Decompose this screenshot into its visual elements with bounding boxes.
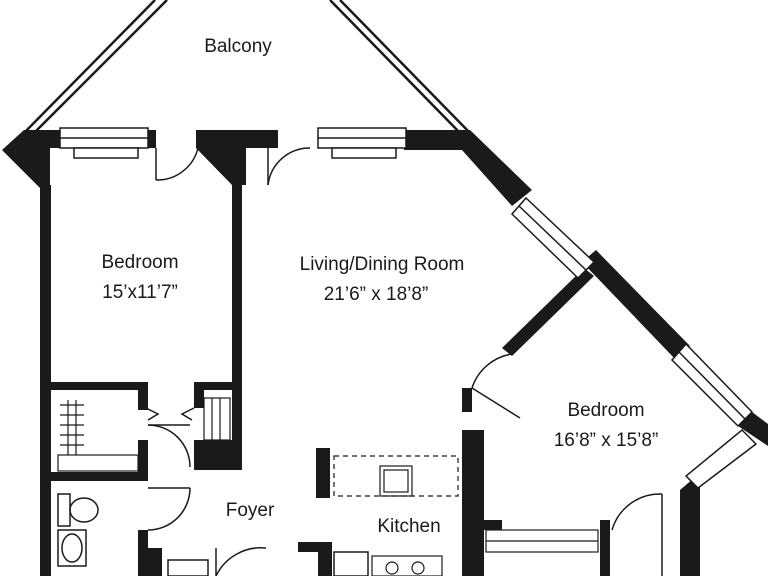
wall-closet-top	[50, 382, 148, 390]
wall-closet2-top	[194, 382, 238, 390]
wall-kitchen-bottom-left	[298, 542, 332, 552]
wall-closet2-left	[194, 382, 204, 408]
bath-fixtures	[57, 493, 369, 576]
living-room-dimensions: 21’6” x 18’8”	[323, 284, 429, 305]
wall-bedroom-divider	[232, 180, 242, 470]
wall-closet-right-end	[600, 520, 610, 576]
wall-bedroom-left	[462, 388, 472, 412]
wall-bath-right	[138, 530, 148, 576]
living-room-label: Living/Dining Room	[299, 254, 465, 275]
wall-closet-bottom	[50, 472, 148, 481]
closet-shelves	[57, 397, 599, 576]
kitchen-label: Kitchen	[377, 516, 441, 537]
wall-top-left-seg	[44, 130, 60, 148]
windows	[59, 127, 758, 489]
wall-right-diagonal	[582, 250, 690, 360]
wall-bedroom-left-b	[462, 430, 484, 576]
wall-top-right	[404, 130, 532, 206]
wall-bedroom-inner-diag	[502, 268, 594, 356]
balcony-railing	[21, 0, 473, 136]
window-bedroom-right-b	[684, 428, 758, 489]
wall-top-mid-a	[146, 130, 156, 148]
wall-closet-right-top	[484, 520, 502, 530]
wall-right-diagonal-b	[738, 412, 768, 446]
bedroom-left-label: Bedroom	[101, 252, 179, 273]
doors	[145, 147, 663, 576]
wall-closet-bottom-post	[138, 440, 148, 480]
foyer-label: Foyer	[225, 500, 275, 521]
wall-top-mid-b	[268, 130, 278, 148]
bedroom-left-dimensions: 15’x11’7”	[102, 282, 178, 303]
wall-right-lower	[680, 478, 700, 576]
wall-bath-right-b	[148, 548, 162, 576]
wall-pier-center	[196, 130, 268, 185]
wall-top-left-corner	[2, 130, 50, 192]
wall-closet2-bottom	[194, 440, 240, 470]
wall-closet-right	[138, 382, 148, 410]
wall-kitchen-left	[316, 448, 330, 498]
bedroom-right-label: Bedroom	[567, 400, 645, 421]
wall-kitchen-bottom-post	[318, 542, 332, 576]
bedroom-right-dimensions: 16’8” x 15’8”	[553, 430, 659, 451]
balcony-label: Balcony	[204, 36, 272, 57]
wall-left-exterior	[40, 185, 51, 576]
